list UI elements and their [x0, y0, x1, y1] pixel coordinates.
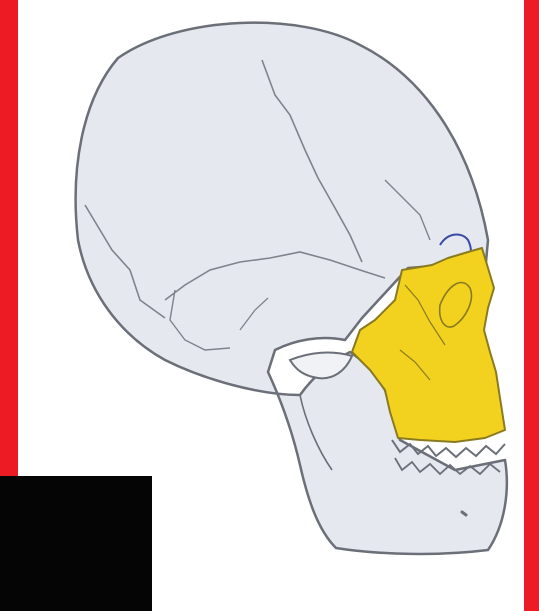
black-overlay-box	[0, 476, 152, 611]
